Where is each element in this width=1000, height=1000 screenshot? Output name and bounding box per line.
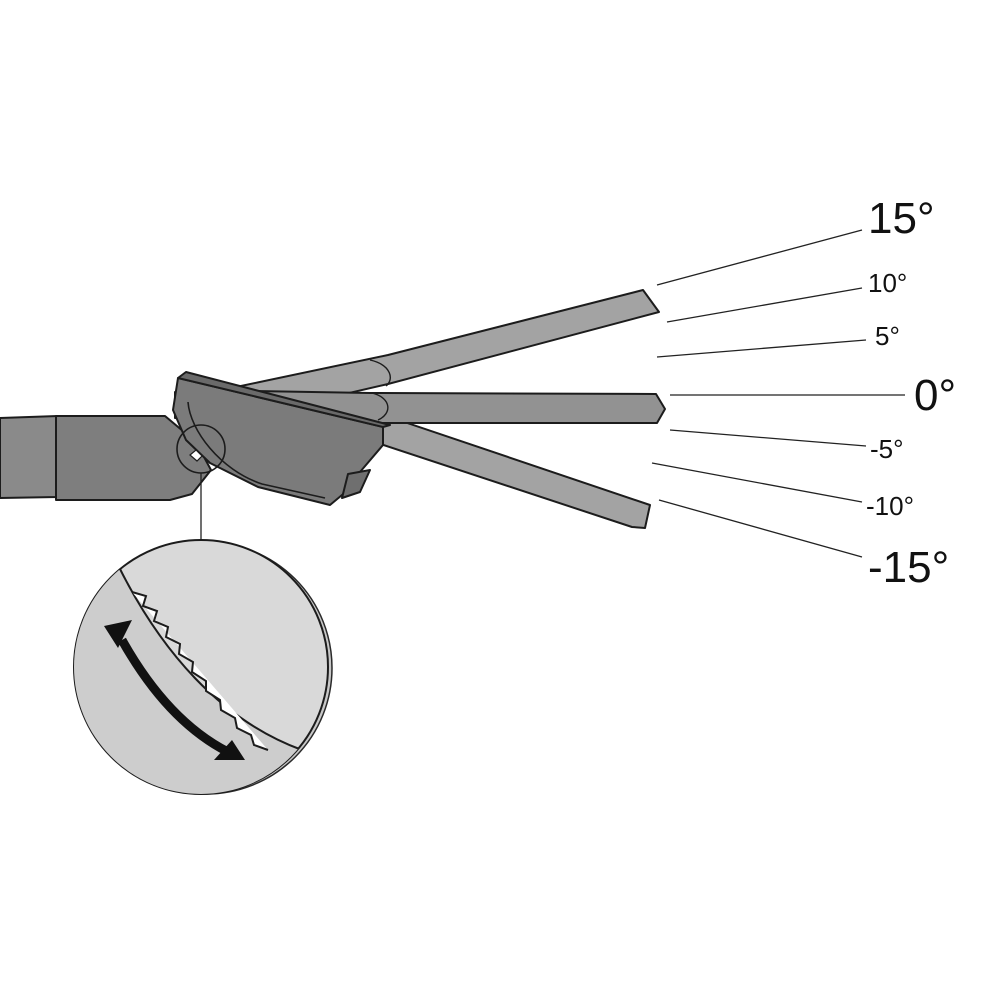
detail-rack-lower [74,570,328,794]
leader-minus-5 [669,429,867,447]
leader-minus-15 [658,499,863,558]
angle-label-minus-5: -5° [870,434,904,464]
angle-labels: 15° 10° 5° 0° -5° -10° -15° [866,194,956,592]
pivot-housing [172,359,391,506]
ratchet-teeth-detail-icon [131,591,269,751]
detail-rack-edge [117,564,303,751]
leader-15 [656,229,863,286]
angle-label-10: 10° [868,268,907,298]
angle-label-5: 5° [875,321,900,351]
pivot-lower-tab [341,469,371,499]
angle-label-minus-10: -10° [866,491,914,521]
leader-10 [666,287,863,323]
double-headed-curved-arrow-icon [104,620,245,760]
angle-leader-lines [651,229,905,558]
angle-label-minus-15: -15° [868,543,949,592]
pivot-body [172,377,384,506]
handle-shaft [0,415,59,499]
pivot-inner-curve [187,401,326,499]
pivot-top-edge [177,371,391,428]
detail-view [73,539,333,795]
arm-overlap-plus [369,359,391,387]
leader-5 [656,339,867,358]
angle-label-15: 15° [868,194,935,243]
arm-overlap-zero [371,392,389,421]
leader-minus-10 [651,462,863,503]
angle-label-0: 0° [914,371,956,420]
